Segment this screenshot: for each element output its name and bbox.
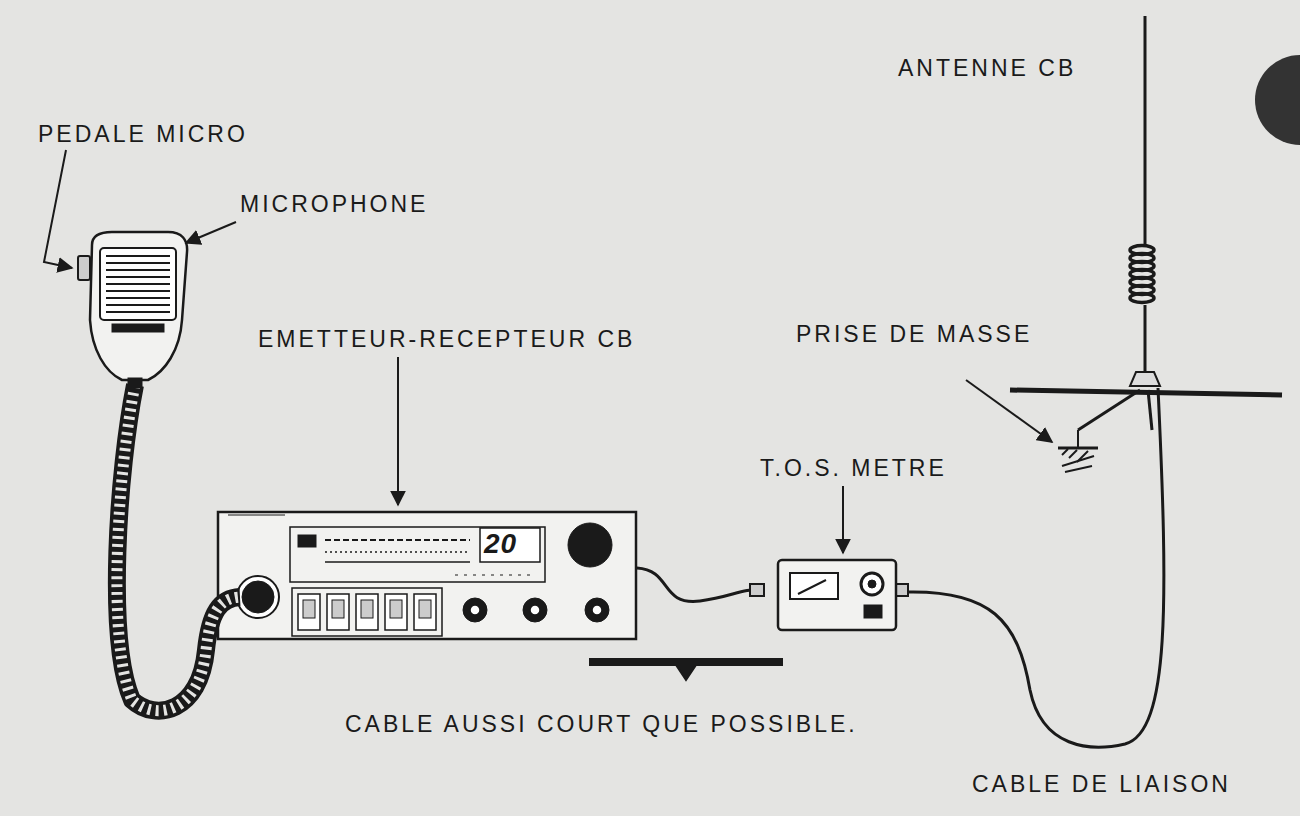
leader-line xyxy=(44,150,72,268)
leader-line xyxy=(842,486,844,553)
ground-symbol xyxy=(1058,430,1098,472)
part-label: EMETTEUR-RECEPTEUR CB xyxy=(258,327,635,352)
leader-line xyxy=(397,357,399,505)
coax-cable xyxy=(906,388,1164,747)
part-label: ANTENNE CB xyxy=(898,56,1076,81)
part-label: CABLE DE LIAISON xyxy=(972,772,1231,797)
part-label: MICROPHONE xyxy=(240,192,428,217)
swr-meter xyxy=(750,560,908,630)
cb-transceiver xyxy=(218,512,636,639)
bracket xyxy=(590,658,782,680)
microphone xyxy=(78,232,187,388)
part-label: PRISE DE MASSE xyxy=(796,322,1032,347)
coax-cable xyxy=(637,568,762,601)
corner-badge xyxy=(1255,55,1300,145)
coiled-cord xyxy=(117,385,240,711)
leader-line xyxy=(186,222,236,243)
note-label: CABLE AUSSI COURT QUE POSSIBLE. xyxy=(345,712,858,737)
part-label: PEDALE MICRO xyxy=(38,122,248,147)
leader-line xyxy=(966,380,1052,442)
channel-display: 20 xyxy=(484,529,517,560)
part-label: T.O.S. METRE xyxy=(760,456,947,481)
